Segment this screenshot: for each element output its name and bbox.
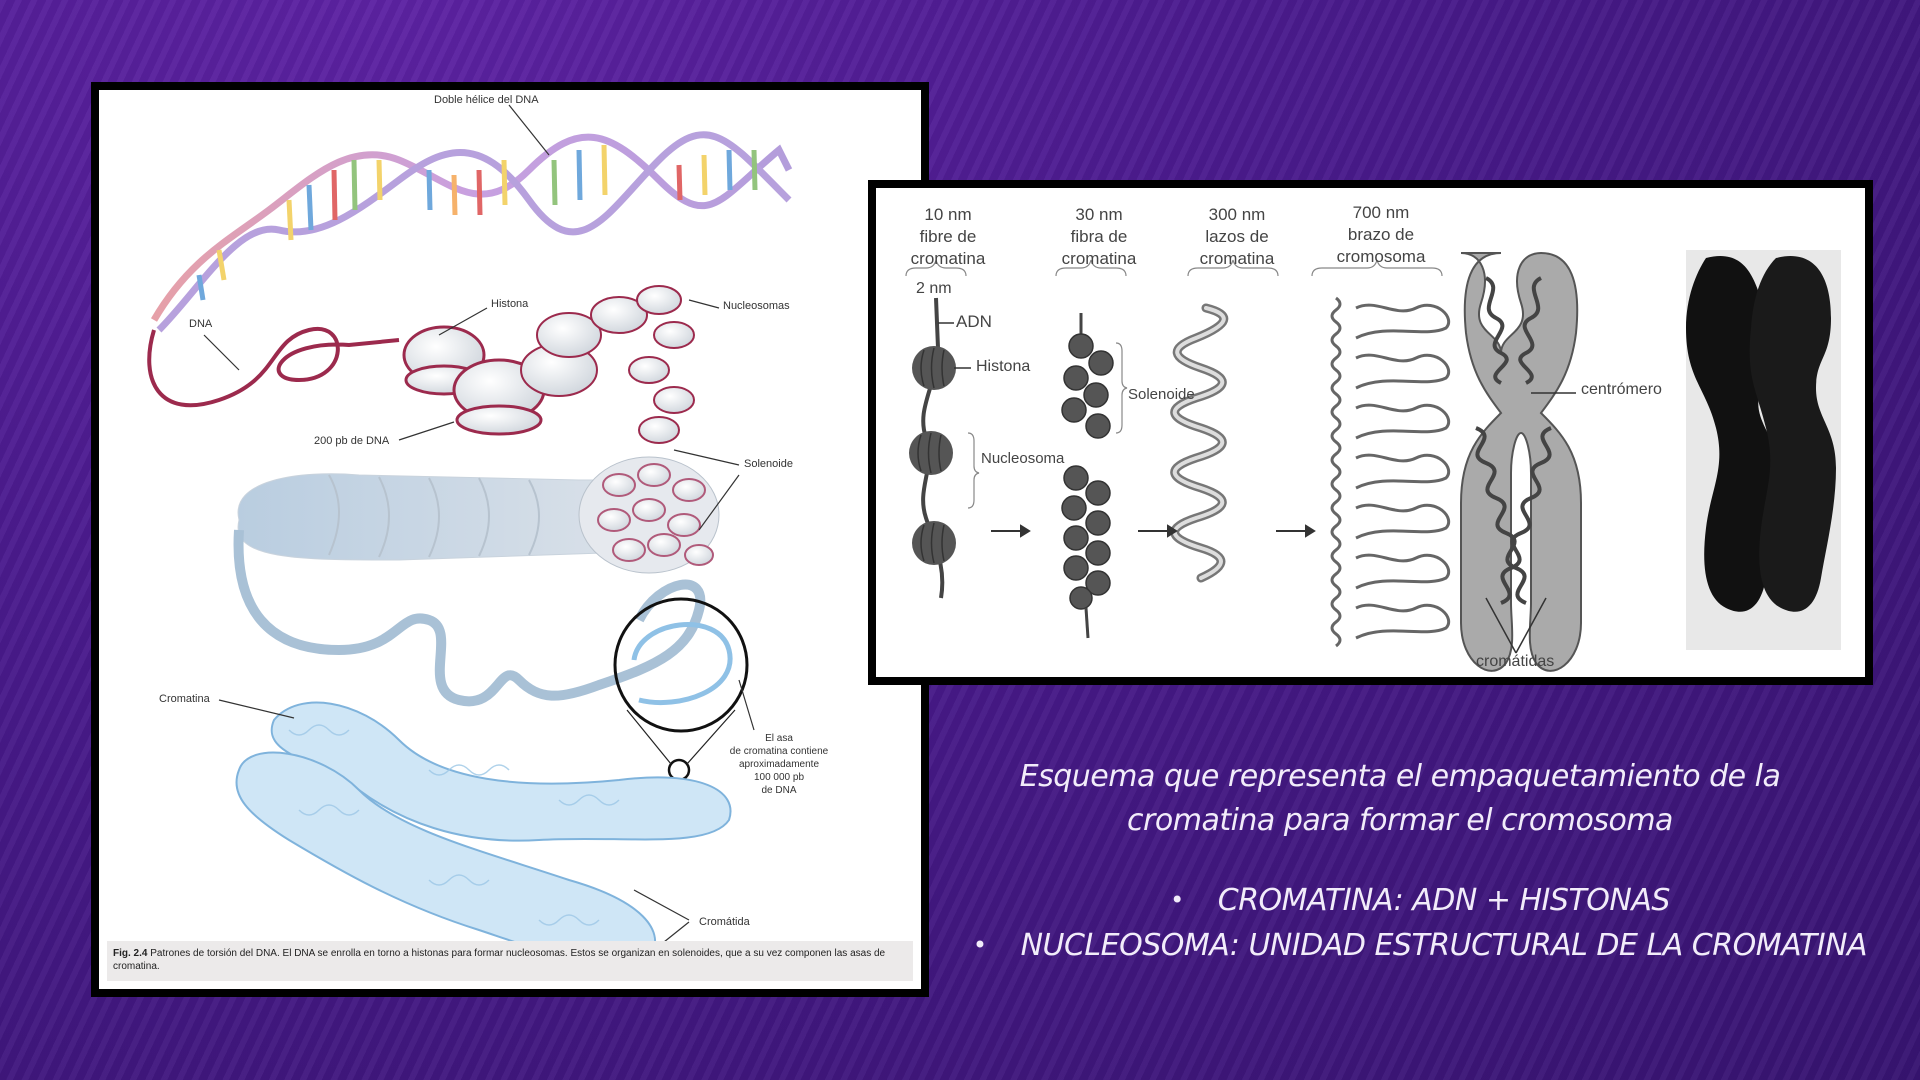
figure-caption-text: Patrones de torsión del DNA. El DNA se e… — [113, 948, 886, 972]
caption-line-1: Esquema que representa el empaquetamient… — [1019, 759, 1781, 794]
three-hundred-nm-loops — [1170, 303, 1229, 583]
label-nucleosomes: Nucleosomas — [723, 300, 790, 312]
thirty-nm-solenoid — [1061, 313, 1128, 639]
stage-300nm: 300 nm lazos de cromatina — [1199, 205, 1275, 268]
zoom-circle — [613, 597, 749, 733]
label-double-helix: Doble hélice del DNA — [434, 94, 539, 106]
label-dna: DNA — [189, 318, 213, 330]
bullet-cromatina: •CROMATINA: ADN + HISTONAS — [1170, 883, 1670, 918]
stage-10nm: 10 nm fibre de cromatina — [910, 205, 986, 268]
ten-nm-fiber — [909, 297, 980, 599]
label-adn: ADN — [956, 312, 992, 331]
label-200bp: 200 pb de DNA — [314, 435, 390, 447]
bullet-dot-icon: • — [972, 931, 987, 959]
label-centromero: centrómero — [1581, 381, 1662, 398]
figure-number: Fig. 2.4 — [113, 948, 148, 959]
label-loop-note: El asa de cromatina contiene aproximadam… — [729, 733, 829, 796]
caption-line-2: cromatina para formar el cromosoma — [1127, 803, 1673, 838]
chromosome-drawing — [235, 701, 732, 968]
chromatin-compaction-illustration — [905, 250, 1841, 672]
label-chromatin: Cromatina — [159, 693, 210, 705]
stage-700nm: 700 nm brazo de cromosoma — [1336, 203, 1426, 266]
label-nucleosoma: Nucleosoma — [981, 450, 1065, 467]
label-cromatidas: cromátidas — [1476, 653, 1555, 670]
label-histone: Histona — [491, 298, 529, 310]
dna-packaging-figure-left: Doble hélice del DNA DNA Histona Nucleos… — [91, 82, 929, 997]
label-solenoide: Solenoide — [1128, 386, 1195, 403]
bullet-dot-icon: • — [1170, 886, 1184, 914]
slide-caption: Esquema que representa el empaquetamient… — [980, 755, 1820, 843]
label-chromatid: Cromátida — [699, 916, 750, 928]
double-helix-drawing — [150, 131, 793, 333]
stage-30nm: 30 nm fibra de cromatina — [1061, 205, 1137, 268]
seven-hundred-nm-arm — [1330, 296, 1451, 648]
solenoid-cluster — [578, 456, 720, 574]
key-points-list: •CROMATINA: ADN + HISTONAS •NUCLEOSOMA: … — [960, 878, 1880, 968]
nucleosome-beads — [402, 285, 695, 444]
label-2nm: 2 nm — [916, 280, 952, 297]
label-solenoid: Solenoide — [744, 458, 793, 470]
bullet-nucleosoma: •NUCLEOSOMA: UNIDAD ESTRUCTURAL DE LA CR… — [972, 928, 1868, 963]
figure-caption: Fig. 2.4 Patrones de torsión del DNA. El… — [107, 941, 913, 981]
dna-packaging-illustration — [147, 104, 793, 968]
chromosome-micrograph — [1686, 250, 1841, 650]
schematic-chromosome — [1460, 251, 1582, 672]
chromatin-compaction-figure-right: 10 nm fibre de cromatina 30 nm fibra de … — [868, 180, 1873, 685]
label-histona: Histona — [976, 358, 1031, 375]
